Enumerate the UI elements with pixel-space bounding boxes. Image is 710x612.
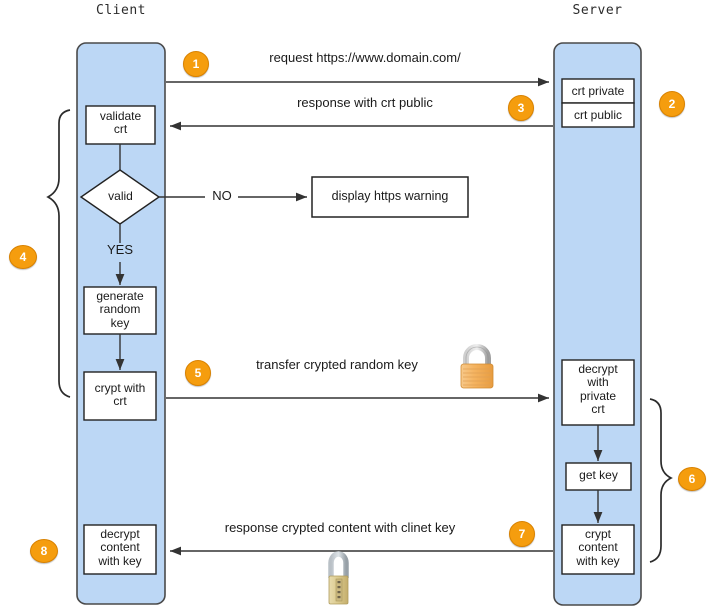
get-key-label: get key	[579, 468, 618, 482]
step-badge-8-label: 8	[40, 544, 48, 558]
step-badge-7[interactable]: 7	[509, 521, 535, 547]
brace-step-6	[649, 398, 673, 563]
step-badge-7-label: 7	[518, 527, 526, 541]
crypt-content-with-key-box	[561, 524, 635, 575]
display-https-warning-box	[311, 176, 469, 218]
actor-title-server: Server	[572, 3, 623, 18]
decrypt-content-with-key-box	[83, 524, 157, 575]
branch-label-yes: YES	[106, 242, 133, 257]
step-badge-5[interactable]: 5	[185, 360, 211, 386]
open-padlock-icon	[328, 551, 349, 605]
crt-private-box	[561, 78, 635, 104]
step-badge-2[interactable]: 2	[659, 91, 685, 117]
brace-step-4	[46, 109, 71, 398]
message-label-response-content: response crypted content with clinet key	[224, 520, 456, 535]
crypt-with-crt-box	[83, 371, 157, 421]
actor-title-client: Client	[96, 3, 146, 18]
valid-decision-label: valid	[108, 189, 133, 203]
step-badge-2-label: 2	[668, 97, 676, 111]
message-label-transfer-key: transfer crypted random key	[256, 357, 418, 372]
step-badge-1-label: 1	[192, 57, 200, 71]
generate-random-key-label: generate random key	[96, 289, 144, 330]
decrypt-with-private-crt-box	[561, 359, 635, 426]
step-badge-5-label: 5	[194, 366, 202, 380]
closed-padlock-icon	[460, 344, 494, 389]
step-badge-4-label: 4	[19, 250, 27, 264]
validate-crt-label: validate crt	[99, 109, 142, 137]
step-badge-1[interactable]: 1	[183, 51, 209, 77]
branch-label-no: NO	[212, 188, 232, 203]
get-key-box	[565, 462, 632, 491]
step-badge-4[interactable]: 4	[9, 245, 37, 269]
step-badge-6-label: 6	[688, 472, 696, 486]
crt-private-label: crt private	[571, 84, 625, 98]
decrypt-content-with-key-label: decrypt content with key	[98, 527, 142, 568]
crt-public-label: crt public	[573, 108, 623, 122]
crt-public-box	[561, 102, 635, 128]
step-badge-8[interactable]: 8	[30, 539, 58, 563]
crypt-content-with-key-label: crypt content with key	[576, 527, 620, 568]
step-badge-3-label: 3	[517, 101, 525, 115]
message-label-response-crt-public: response with crt public	[297, 95, 433, 110]
step-badge-6[interactable]: 6	[678, 467, 706, 491]
decrypt-with-private-crt-label: decrypt with private crt	[578, 362, 618, 417]
crypt-with-crt-label: crypt with crt	[94, 381, 146, 409]
display-https-warning-label: display https warning	[331, 189, 449, 203]
message-label-request: request https://www.domain.com/	[269, 50, 461, 65]
step-badge-3[interactable]: 3	[508, 95, 534, 121]
